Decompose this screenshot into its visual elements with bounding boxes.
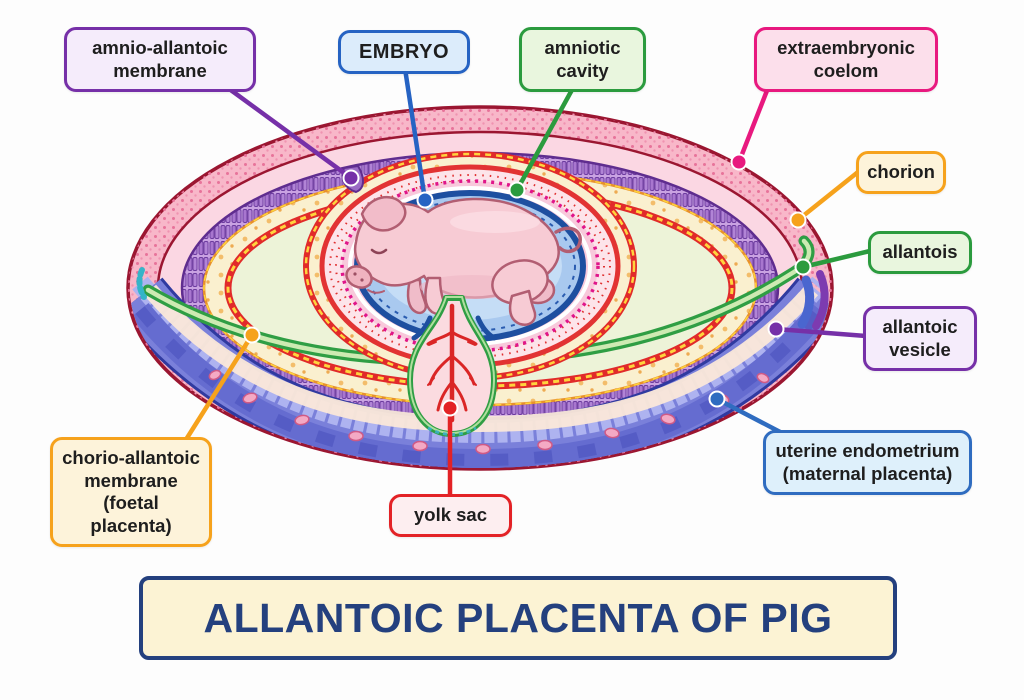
left-teal-arc [136,267,147,300]
diagram-title: ALLANTOIC PLACENTA OF PIG [203,594,833,641]
diagram-title-box: ALLANTOIC PLACENTA OF PIG [139,576,897,660]
label-chorion: chorion [856,151,946,194]
leader-lines [184,59,873,499]
label-amnio-allantoic-membrane: amnio-allantoic membrane [64,27,256,93]
right-blue-arc [797,275,815,329]
label-amniotic-cavity: amniotic cavity [519,27,646,93]
label-embryo: EMBRYO [338,30,470,75]
maternal-blood-cells [208,369,770,455]
label-extraembryonic-coelom: extraembryonic coelom [754,27,938,93]
label-chorio-allantoic-membrane: chorio-allantoic membrane (foetal placen… [50,437,212,548]
right-purple-arc [812,270,829,330]
label-uterine-endometrium: uterine endometrium (maternal placenta) [763,430,972,496]
label-yolk-sac: yolk sac [389,494,512,537]
label-allantois: allantois [868,231,972,274]
label-allantoic-vesicle: allantoic vesicle [863,306,977,372]
pig-embryo [345,195,582,326]
leader-dots [243,153,812,417]
